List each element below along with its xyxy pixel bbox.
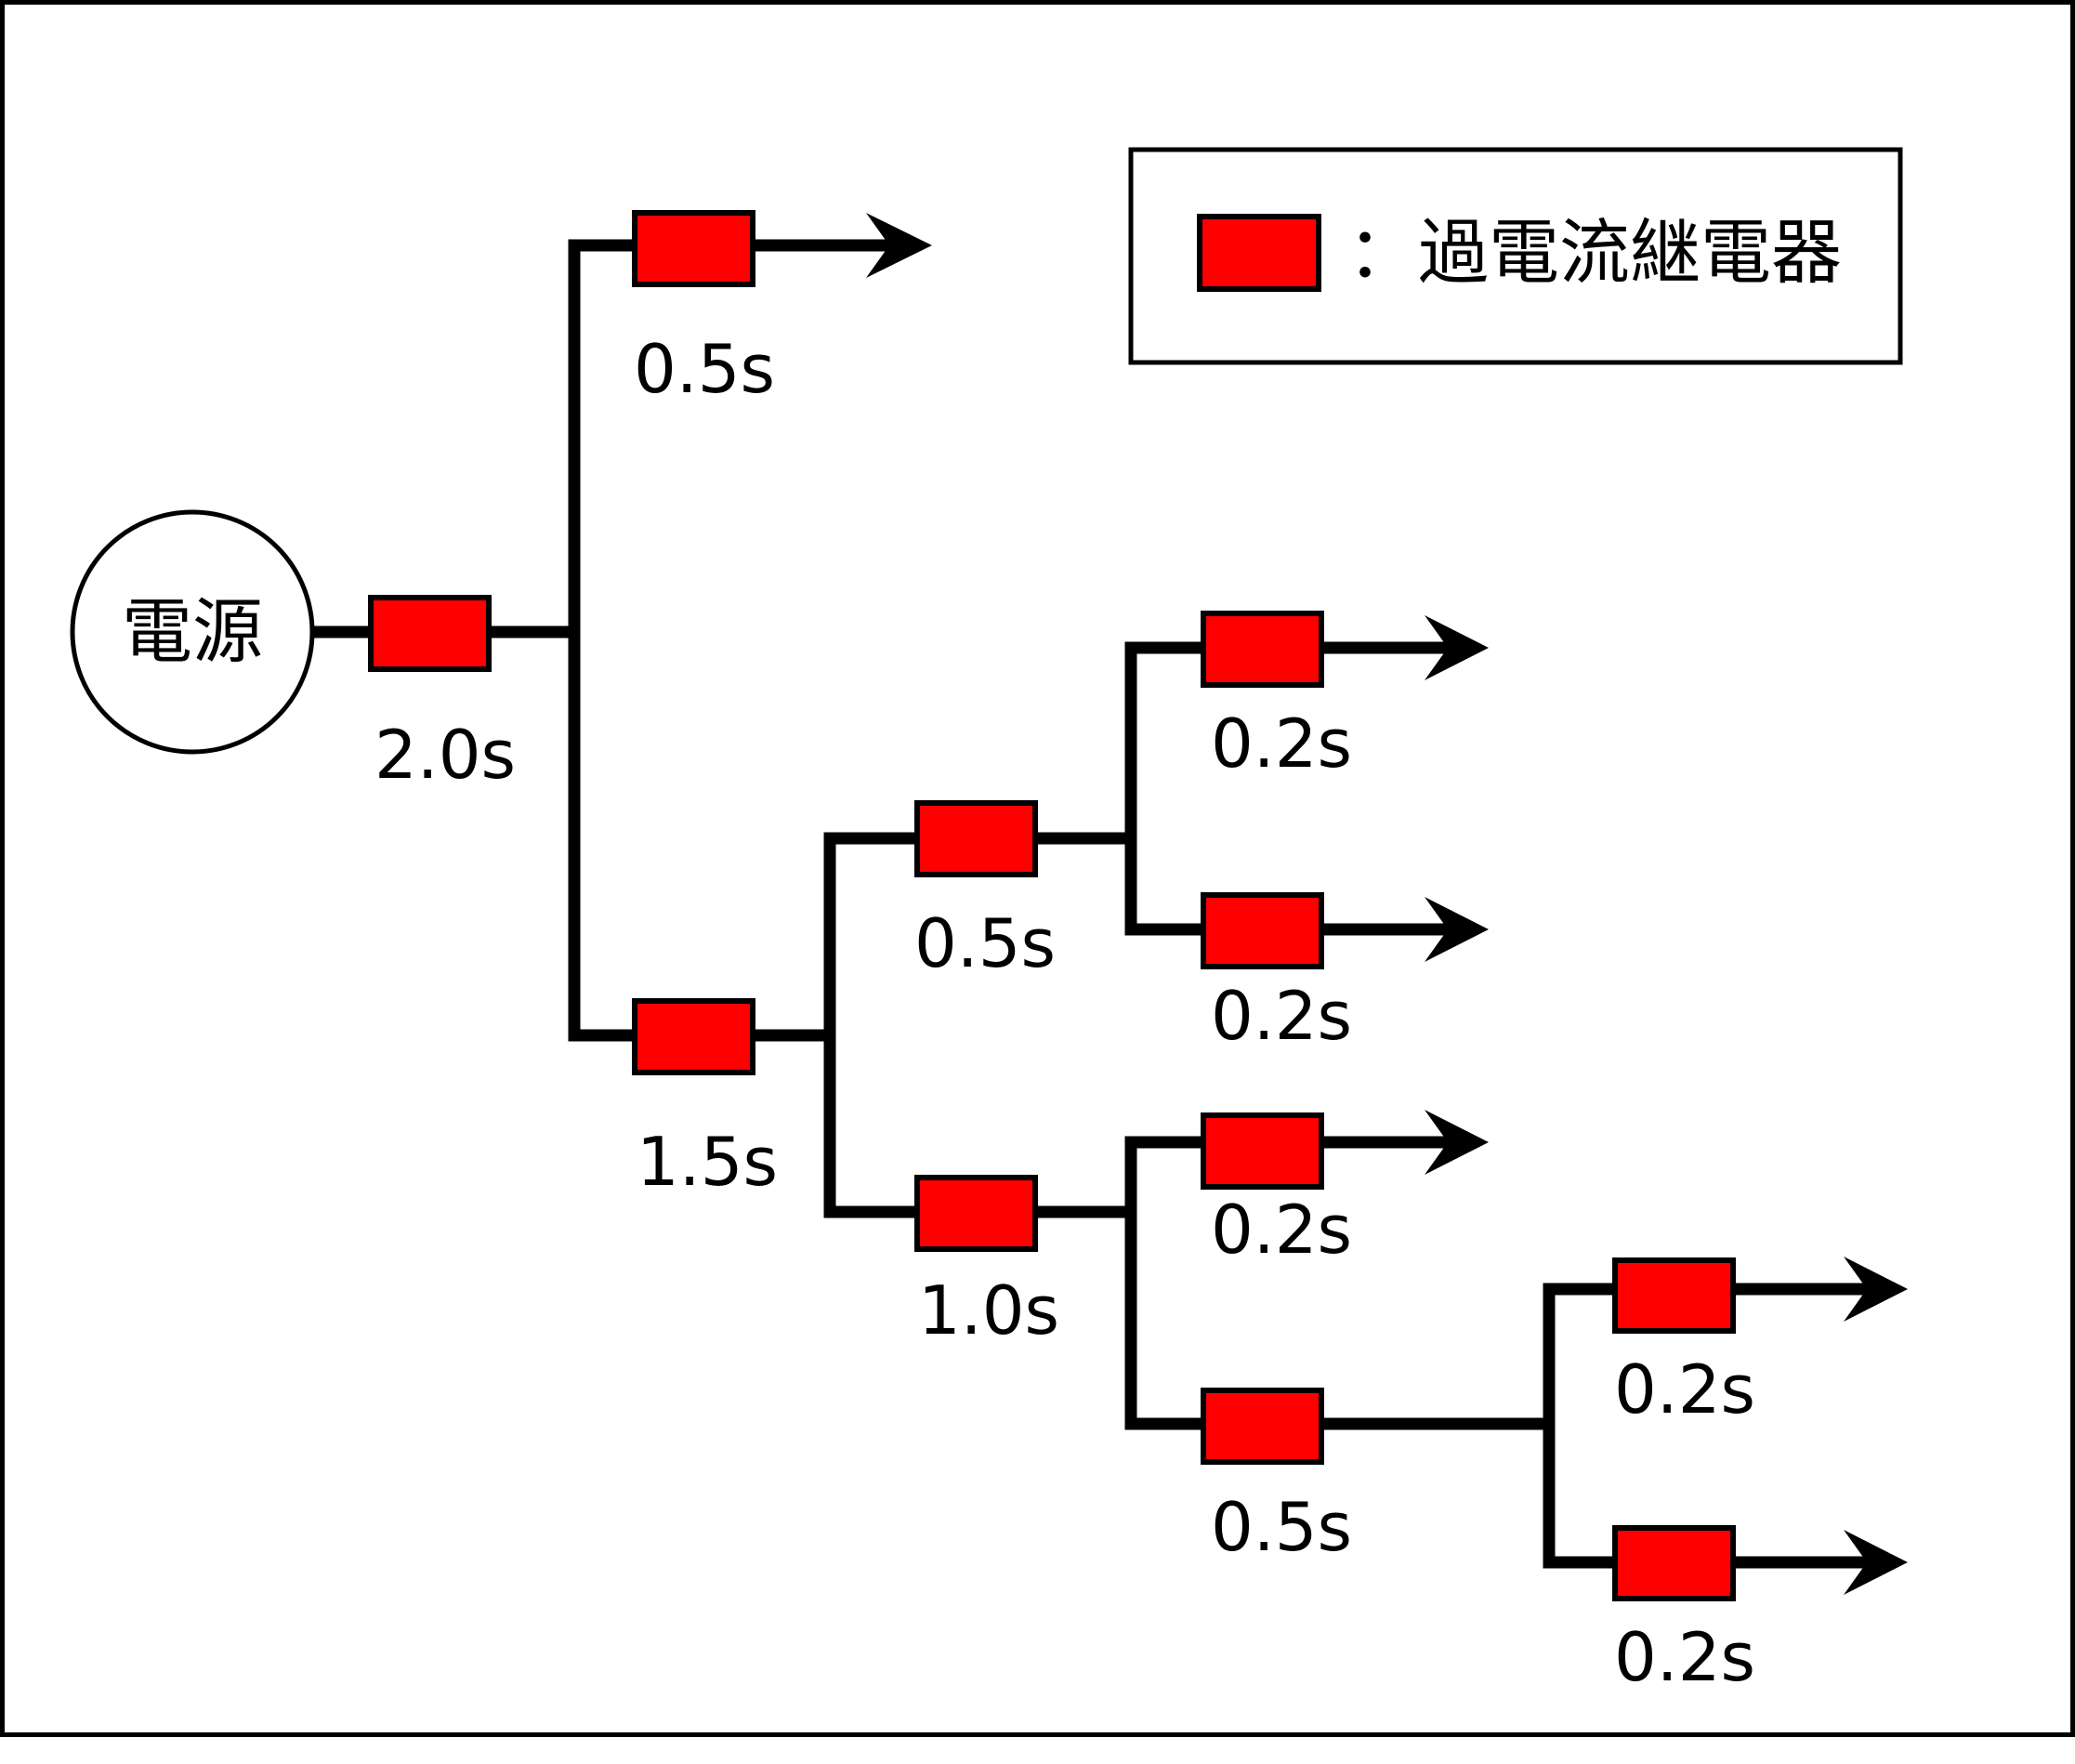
relay-box [368,595,492,672]
relay-time-label: 1.5s [637,1123,778,1201]
relay-mid: 1.5s [632,998,778,1201]
relay-mid-upper: 0.5s [914,800,1056,982]
relay-box [914,1175,1038,1252]
legend: ：過電流継電器 [1128,147,1903,365]
relays: 2.0s 0.5s 1.5s 0.5s 1.0s 0.2s 0.2s 0.2s [368,210,1755,1696]
legend-relay-swatch [1197,214,1321,292]
relay-top: 0.5s [632,210,775,408]
bus-5 [1543,1283,1617,1569]
power-source-label: 電源 [122,590,263,673]
relay-time-label: 0.5s [634,330,775,408]
arrow-right-icon [1844,1530,1908,1595]
relay-time-label: 0.2s [1614,1350,1755,1428]
relay-box [1612,1257,1736,1334]
relay-feeder-d: 0.2s [1612,1257,1755,1428]
wires [310,239,1872,1569]
relay-main: 2.0s [368,595,516,794]
relay-feeder-a: 0.2s [1201,611,1352,783]
relay-box [632,210,755,287]
relay-time-label: 0.2s [1211,1191,1352,1269]
relay-feeder-b: 0.2s [1201,892,1352,1055]
relay-time-label: 0.2s [1614,1618,1755,1696]
relay-time-label: 0.2s [1211,704,1352,783]
arrow-right-icon [1425,897,1489,962]
relay-branch: 0.5s [1201,1388,1352,1566]
arrow-right-icon [1425,615,1489,680]
arrowheads [866,213,1908,1595]
relay-box [914,800,1038,877]
relay-feeder-c: 0.2s [1201,1112,1352,1269]
relay-box [632,998,755,1075]
relay-box [1201,611,1324,688]
relay-box [1612,1525,1736,1601]
relay-mid-lower: 1.0s [914,1175,1059,1349]
relay-feeder-e: 0.2s [1612,1525,1755,1696]
arrow-right-icon [1425,1110,1489,1175]
relay-time-label: 0.5s [1211,1488,1352,1566]
arrow-right-icon [866,213,932,278]
relay-box [1201,892,1324,969]
relay-box [1201,1112,1324,1190]
power-source-circle [70,509,315,755]
relay-time-label: 1.0s [918,1271,1059,1349]
relay-box [1201,1388,1324,1465]
bus-4 [1124,1136,1206,1430]
arrow-right-icon [1844,1257,1908,1322]
relay-time-label: 2.0s [374,716,516,794]
power-source: 電源 [70,509,315,755]
legend-text: ：過電流継電器 [1347,211,1842,294]
relay-time-label: 0.5s [914,904,1056,982]
bus-1 [568,239,641,1042]
bus-3 [1124,641,1206,936]
relay-time-label: 0.2s [1211,977,1352,1055]
bus-2 [823,832,920,1218]
